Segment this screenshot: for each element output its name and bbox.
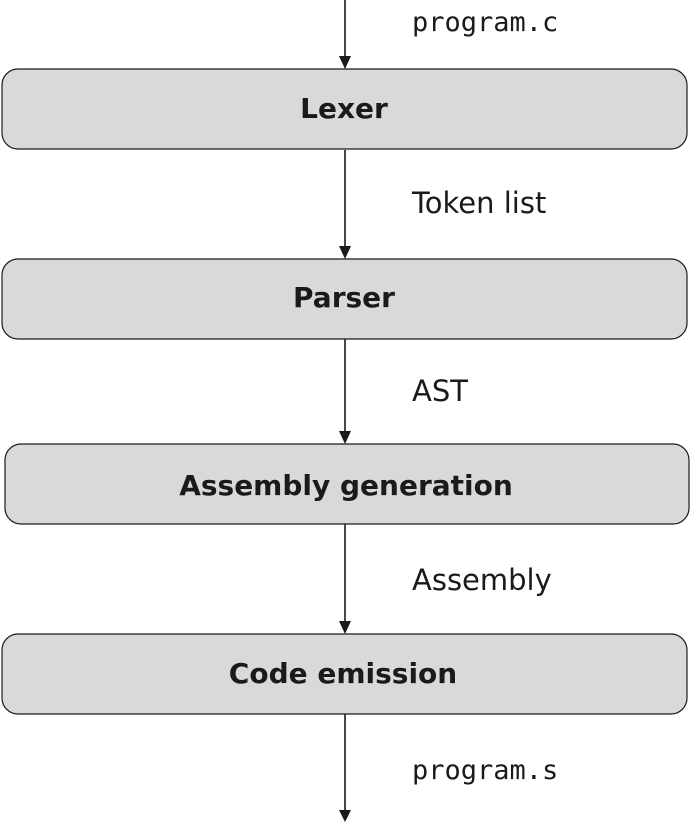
flow-label-program-s: program.s <box>412 755 558 786</box>
stage-code-emission: Code emission <box>1 633 688 715</box>
stage-label-code-emission: Code emission <box>229 657 457 690</box>
stage-box-parser <box>1 258 688 340</box>
arrow-lexer-to-parser-head <box>339 246 351 259</box>
stage-label-assembly-generation: Assembly generation <box>179 469 513 502</box>
stage-label-parser: Parser <box>293 281 395 314</box>
stage-box-assembly-generation <box>4 443 690 525</box>
stage-lexer: Lexer <box>1 68 688 150</box>
flow-label-token-list: Token list <box>411 186 546 220</box>
stage-parser: Parser <box>1 258 688 340</box>
arrow-out-of-code-emission-head <box>339 810 351 822</box>
stage-box-code-emission <box>1 633 688 715</box>
stage-assembly-generation: Assembly generation <box>4 443 690 525</box>
flow-label-assembly: Assembly <box>412 563 552 597</box>
flow-label-ast: AST <box>412 374 468 408</box>
stage-label-lexer: Lexer <box>300 92 388 125</box>
arrow-into-lexer-head <box>339 56 351 69</box>
flow-arrows <box>339 0 351 822</box>
arrow-assembly-generation-to-code-emission-head <box>339 621 351 634</box>
flow-label-program-c: program.c <box>412 7 558 38</box>
stage-box-lexer <box>1 68 688 150</box>
flow-labels: program.c Token list AST Assembly progra… <box>411 7 558 786</box>
arrow-parser-to-assembly-generation-head <box>339 431 351 444</box>
